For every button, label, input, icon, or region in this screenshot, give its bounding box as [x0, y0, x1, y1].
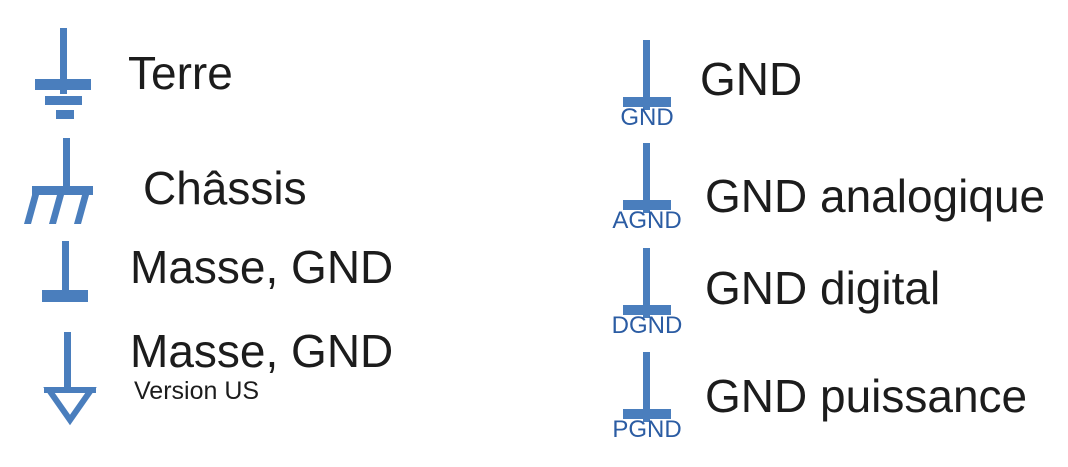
us-signal-ground-label: Masse, GND: [130, 325, 394, 377]
dgnd-tag: DGND: [611, 312, 683, 339]
earth-ground-icon: [35, 28, 91, 119]
pgnd-ground-icon: [623, 352, 671, 422]
agnd-ground-icon: [623, 143, 671, 213]
us-signal-ground-icon: [43, 332, 97, 426]
terre-label: Terre: [128, 47, 233, 99]
signal-ground-label: Masse, GND: [130, 241, 394, 293]
chassis-label: Châssis: [143, 162, 307, 214]
dgnd-ground-icon: [623, 248, 671, 318]
dgnd-label: GND digital: [705, 262, 941, 314]
signal-ground-icon: [42, 241, 88, 302]
gnd-tag: GND: [620, 104, 674, 131]
gnd-ground-icon: [623, 40, 671, 110]
pgnd-tag: PGND: [612, 416, 682, 443]
gnd-label: GND: [700, 53, 803, 105]
agnd-label: GND analogique: [705, 170, 1046, 222]
us-signal-ground-sublabel: Version US: [134, 377, 260, 405]
agnd-tag: AGND: [612, 207, 682, 234]
chassis-ground-icon: [24, 138, 93, 224]
pgnd-label: GND puissance: [705, 370, 1028, 422]
